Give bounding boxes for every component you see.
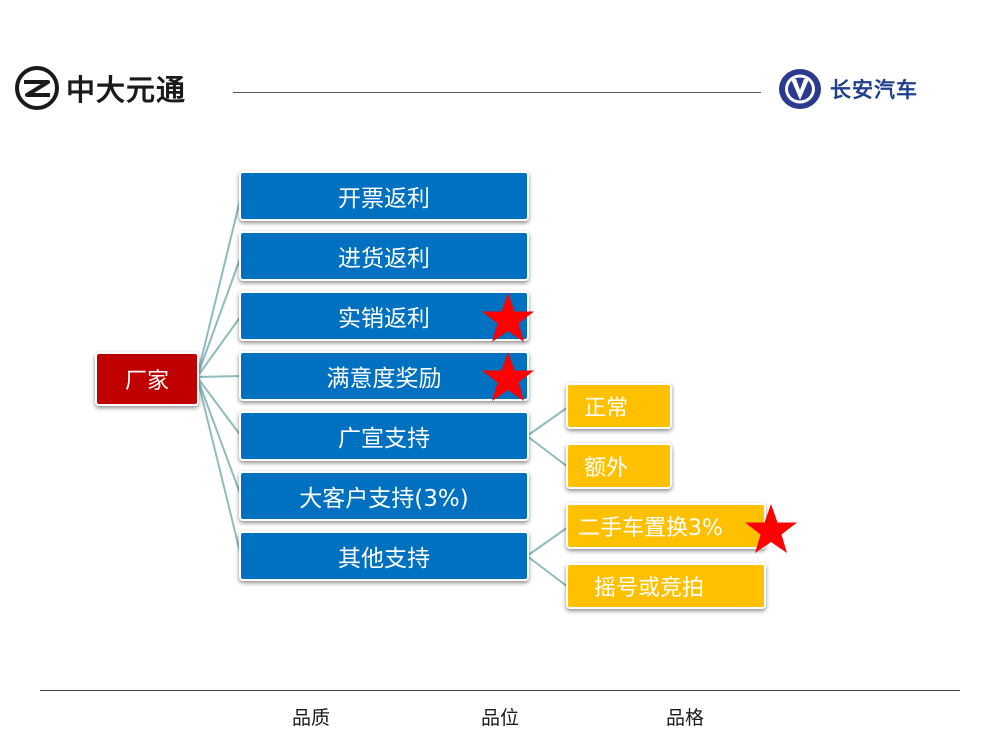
header-rule xyxy=(233,92,761,93)
right-brand-name: 长安汽车 xyxy=(830,78,918,102)
branch-node: 开票返利 xyxy=(239,171,529,221)
sub-node: 摇号或竞拍 xyxy=(566,563,766,609)
sub-node: 正常 xyxy=(566,383,672,429)
zhongda-logo-icon xyxy=(15,66,59,110)
branch-node: 广宣支持 xyxy=(239,411,529,461)
sub-node: 二手车置换3% xyxy=(566,503,766,549)
branch-node: 大客户支持(3%) xyxy=(239,471,529,521)
changan-logo-icon xyxy=(779,69,821,109)
branch-node: 实销返利 xyxy=(239,291,529,341)
footer-rule xyxy=(40,690,960,691)
sub-node: 额外 xyxy=(566,443,672,489)
branch-node: 其他支持 xyxy=(239,531,529,581)
changan-logo: 长安汽车 xyxy=(776,66,976,112)
star-icon xyxy=(745,504,797,553)
star-icon xyxy=(482,293,534,342)
root-node-manufacturer: 厂家 xyxy=(95,352,199,406)
left-brand-name: 中大元通 xyxy=(66,73,187,107)
zhongda-logo: 中大元通 xyxy=(14,63,234,113)
footer-item-taste: 品位 xyxy=(481,707,520,729)
branch-node: 进货返利 xyxy=(239,231,529,281)
footer-item-quality: 品质 xyxy=(292,707,331,729)
branch-node: 满意度奖励 xyxy=(239,351,529,401)
star-icon xyxy=(482,352,534,401)
footer-item-character: 品格 xyxy=(666,707,705,729)
